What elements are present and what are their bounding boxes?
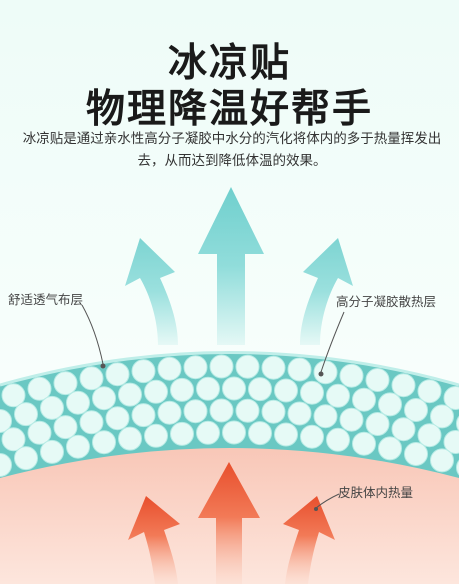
gel-bead: [365, 368, 390, 392]
gel-bead: [209, 354, 234, 379]
gel-bead: [352, 431, 376, 456]
gel-bead: [170, 421, 194, 446]
label-comfortable-layer: 舒适透气布层: [8, 292, 84, 307]
gel-bead: [183, 355, 208, 380]
gel-bead: [27, 376, 52, 401]
gel-bead: [183, 399, 208, 424]
gel-bead: [326, 383, 350, 408]
gel-bead: [1, 383, 26, 408]
gel-bead: [339, 363, 364, 388]
gel-bead: [79, 410, 104, 435]
gel-bead: [365, 412, 390, 436]
heat-arrow-right: [283, 496, 335, 584]
cooling-arrow-right: [300, 238, 353, 345]
gel-bead: [118, 382, 142, 407]
gel-bead: [378, 436, 402, 461]
gel-bead: [53, 415, 78, 440]
gel-bead: [456, 411, 459, 436]
heat-arrow-left: [128, 496, 180, 584]
gel-bead: [92, 430, 116, 455]
gel-bead: [222, 376, 246, 401]
gel-bead: [274, 378, 298, 403]
gel-bead: [92, 386, 116, 411]
callout-line-skin: [315, 493, 340, 509]
gel-bead: [287, 357, 312, 382]
gel-bead: [66, 434, 90, 459]
gel-bead: [261, 355, 286, 380]
gel-bead: [235, 398, 260, 423]
gel-bead: [391, 373, 416, 398]
callout-line-right: [320, 311, 345, 373]
gel-bead: [430, 404, 454, 429]
gel-bead: [352, 387, 376, 412]
gel-bead: [105, 362, 130, 387]
gel-bead: [443, 386, 459, 410]
gel-top-edge: [0, 351, 459, 387]
callout-dot-skin: [314, 507, 318, 511]
gel-bead: [443, 430, 459, 454]
gel-bead: [378, 392, 402, 417]
gel-bead: [144, 379, 168, 404]
gel-bead: [53, 371, 78, 396]
gel-bead: [170, 377, 194, 402]
gel-bead: [0, 409, 12, 433]
gel-bead: [0, 453, 12, 477]
gel-bead: [313, 360, 338, 385]
gel-bead: [66, 390, 90, 415]
gel-bead: [14, 402, 38, 427]
gel-bead: [339, 407, 364, 432]
gel-bead: [14, 446, 38, 471]
gel-bead: [144, 423, 168, 448]
gel-bead: [430, 448, 454, 473]
gel-bead: [417, 423, 442, 448]
gel-bead: [456, 455, 459, 478]
description: 冰凉贴是通过亲水性高分子凝胶中水分的汽化将体内的多于热量挥发出去，从而达到降低体…: [22, 131, 442, 169]
gel-bead: [391, 417, 416, 442]
gel-bead: [79, 366, 104, 391]
heat-arrows: [128, 462, 335, 584]
gel-bead: [118, 426, 142, 451]
title-line-2: 物理降温好帮手: [85, 87, 373, 132]
gel-bead: [235, 354, 260, 379]
cooling-arrow-center: [198, 187, 264, 345]
gel-bead: [196, 420, 220, 445]
gel-bead: [196, 376, 220, 401]
gel-bead: [417, 379, 442, 404]
gel-bead: [248, 377, 272, 402]
gel-bead: [105, 406, 130, 431]
gel-bead: [313, 404, 338, 429]
callout-dot-left: [100, 363, 106, 369]
gel-bead: [404, 398, 428, 422]
gel-bead: [131, 359, 156, 384]
callout-line-left: [81, 304, 104, 365]
gel-bead: [27, 420, 52, 445]
label-skin-heat: 皮肤体内热量: [338, 485, 414, 500]
gel-bead: [300, 424, 324, 449]
gel-bead: [274, 422, 298, 447]
gel-bead: [157, 400, 182, 425]
gel-bead: [248, 421, 272, 446]
gel-bead: [209, 398, 234, 423]
title-line-1: 冰凉贴: [167, 41, 291, 86]
gel-bead: [1, 427, 26, 452]
gel-bead: [300, 380, 324, 405]
callout-lines: [81, 304, 345, 511]
gel-bead: [261, 399, 286, 424]
cooling-arrows: [125, 187, 353, 345]
cooling-arrow-left: [125, 238, 178, 345]
gel-bead: [131, 403, 156, 428]
callout-dot-right: [318, 371, 324, 377]
gel-bead: [40, 395, 64, 420]
gel-bead: [222, 420, 246, 445]
gel-bead: [40, 439, 64, 464]
gel-beads: [0, 354, 459, 478]
gel-bead: [326, 427, 350, 452]
gel-bead: [287, 401, 312, 426]
gel-bead: [157, 356, 182, 381]
heat-arrow-center: [198, 462, 260, 584]
gel-bead: [404, 442, 428, 466]
label-gel-layer: 高分子凝胶散热层: [336, 294, 437, 309]
